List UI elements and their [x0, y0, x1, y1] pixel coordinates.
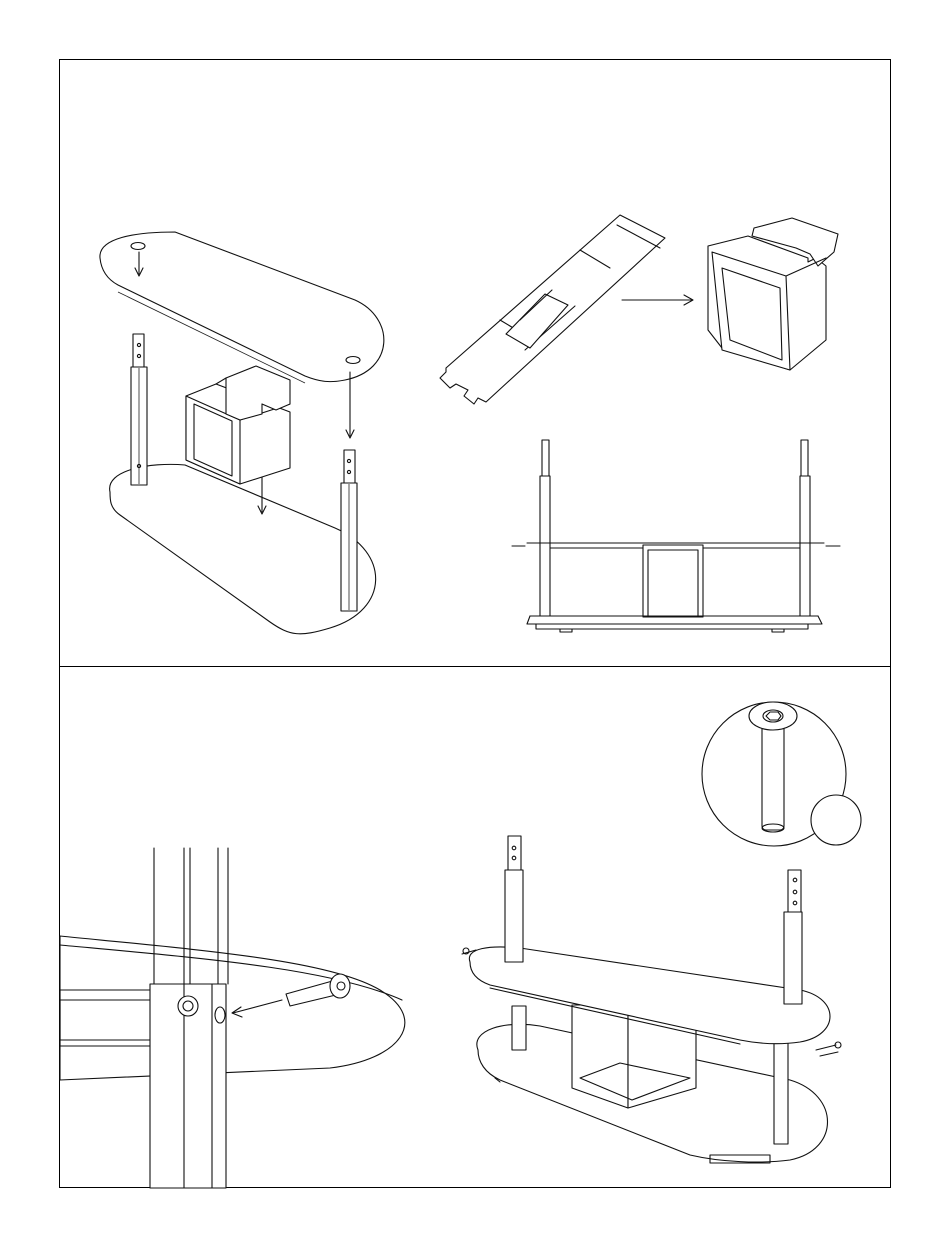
- arrow-icon: [346, 372, 354, 438]
- front-elevation: [512, 440, 840, 632]
- post-right: [341, 450, 357, 611]
- assembled-cube: [708, 218, 838, 370]
- step-b-panel: [60, 702, 861, 1188]
- folding-cube: [186, 366, 290, 484]
- post-closeup: [60, 848, 405, 1188]
- arrow-icon: [622, 295, 693, 305]
- base-shelf: [110, 464, 376, 633]
- assembled-unit: [462, 836, 841, 1163]
- bolt-detail: [702, 702, 861, 846]
- post-left: [131, 334, 147, 485]
- flat-cube-board: [440, 215, 665, 404]
- step-a-panel: [100, 215, 840, 634]
